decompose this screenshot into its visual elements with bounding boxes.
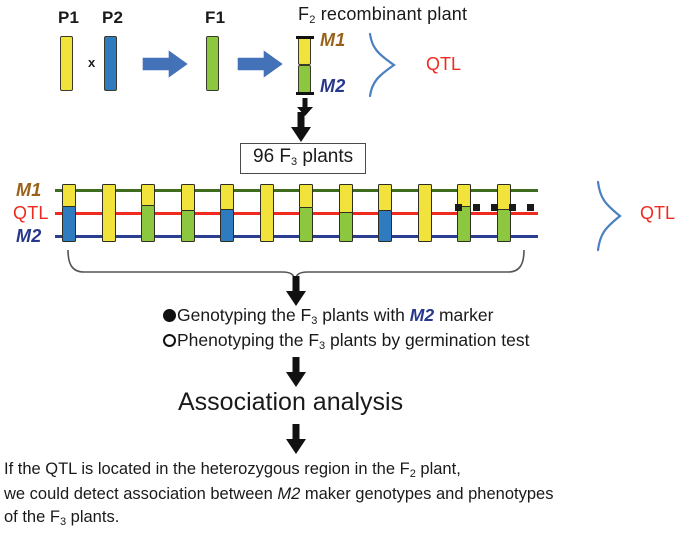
f2-segment-green [298, 65, 311, 93]
ellipsis-dot [473, 204, 480, 211]
genotyping-marker: M2 [409, 305, 435, 325]
f2-tick-m2 [296, 92, 314, 96]
arrow-down-to-association [286, 357, 306, 387]
f2-tick-m1 [296, 35, 314, 39]
conclusion-line-1: If the QTL is located in the heterozygou… [4, 458, 682, 483]
arrow-down-to-steps [286, 276, 306, 306]
f2-title-sub: 2 [309, 14, 316, 27]
phenotyping-sub: 3 [319, 340, 326, 353]
f3-box-sub: 3 [291, 156, 298, 169]
open-circle-icon [163, 334, 176, 347]
conclusion-l1-sub: 2 [409, 468, 416, 481]
arrow-down-f2 [297, 98, 313, 116]
conclusion-text: If the QTL is located in the heterozygou… [4, 458, 682, 531]
association-analysis-title: Association analysis [178, 388, 404, 416]
conclusion-l2-marker: M2 [277, 484, 301, 503]
arrow-down-to-conclusion [286, 424, 306, 454]
f3-box-count: 96 F [253, 146, 292, 167]
ellipsis-dot [491, 204, 498, 211]
arrow-right-2 [237, 48, 285, 80]
ellipsis-dot [527, 204, 534, 211]
conclusion-line-2: we could detect association between M2 m… [4, 483, 682, 506]
conclusion-l1b: plant, [415, 460, 461, 478]
genotyping-mid: plants with [317, 305, 410, 325]
qtl-curve-top [368, 32, 396, 98]
p1-chromosome [60, 36, 73, 91]
step-phenotyping: Phenotyping the F3 plants by germination… [163, 330, 529, 352]
f2-m2-label: M2 [320, 76, 346, 96]
p2-label: P2 [102, 8, 124, 27]
marker-label-qtl: QTL [13, 203, 49, 223]
conclusion-l2a: we could detect association between [4, 484, 278, 503]
chromosome-segment-top [62, 184, 76, 207]
p1-label: P1 [58, 8, 80, 27]
f3-box-rest: plants [297, 146, 354, 167]
conclusion-l1a: If the QTL is located in the heterozygou… [4, 460, 410, 478]
p2-chromosome [104, 36, 117, 91]
f1-chromosome [206, 36, 219, 91]
ellipsis-dots [455, 198, 545, 216]
conclusion-line-3: of the F3 plants. [4, 506, 682, 531]
f2-title-main: F [298, 4, 310, 24]
conclusion-l2b: maker genotypes and phenotypes [300, 484, 554, 503]
phenotyping-post: plants by germination test [325, 330, 530, 350]
line-m2 [55, 235, 538, 238]
step-genotyping: Genotyping the F3 plants with M2 marker [163, 305, 493, 327]
cross-symbol: x [88, 55, 96, 70]
f1-label: F1 [205, 8, 226, 27]
marker-label-m2: M2 [16, 226, 42, 246]
f2-title-rest: recombinant plant [315, 4, 468, 24]
conclusion-l3a: of the F [4, 508, 60, 527]
conclusion-l3-sub: 3 [59, 516, 67, 529]
genotyping-sub: 3 [311, 315, 318, 328]
chromosome-segment-top [299, 184, 313, 208]
ellipsis-dot [509, 204, 516, 211]
arrow-right-1 [142, 48, 190, 80]
chromosome-segment-top [220, 184, 234, 210]
arrow-down-to-box [291, 112, 311, 142]
phenotyping-pre: Phenotyping the F [177, 330, 320, 350]
f2-m1-label: M1 [320, 30, 346, 50]
genotyping-post: marker [434, 305, 494, 325]
line-m1 [55, 189, 538, 192]
ellipsis-dot [455, 204, 462, 211]
qtl-label-top: QTL [426, 54, 462, 74]
f2-recombinant-title: F2 recombinant plant [298, 4, 467, 26]
genotyping-pre: Genotyping the F [177, 305, 312, 325]
qtl-label-right: QTL [640, 203, 676, 223]
chromosome-segment-top [141, 184, 155, 206]
qtl-curve-right [596, 180, 622, 252]
marker-label-m1: M1 [16, 180, 42, 200]
line-qtl [55, 212, 538, 215]
f2-segment-yellow [298, 37, 311, 65]
f2-chromosome [296, 34, 314, 96]
conclusion-l3b: plants. [66, 508, 120, 527]
f3-plants-box: 96 F3 plants [240, 143, 367, 174]
filled-circle-icon [163, 309, 176, 322]
